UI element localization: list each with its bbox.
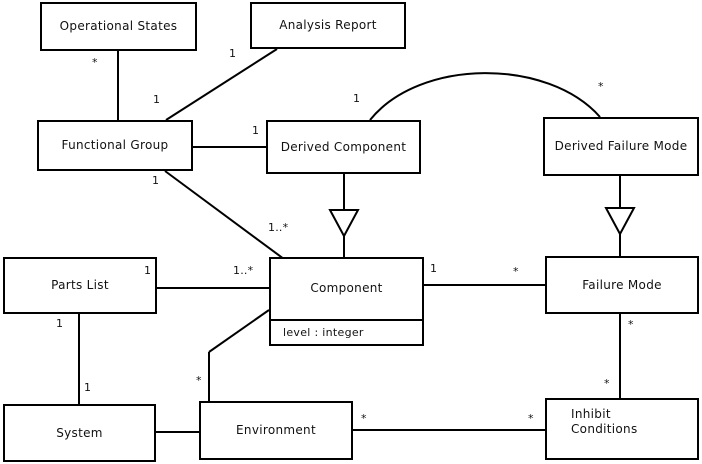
class-name-derived-failure-mode: Derived Failure Mode xyxy=(554,139,688,153)
multiplicity-system-partslist: 1 xyxy=(84,381,92,394)
multiplicity-inhibit-environment: * xyxy=(528,412,534,425)
class-box-operational-states[interactable]: Operational States xyxy=(40,2,197,51)
multiplicity-component-failuremode: 1 xyxy=(430,262,438,275)
class-attribute-component-level: level : integer xyxy=(271,318,422,344)
class-name-operational-states: Operational States xyxy=(59,19,178,33)
multiplicity-component-partslist: 1..* xyxy=(233,264,254,277)
class-name-environment: Environment xyxy=(236,423,316,437)
multiplicity-opstates-star: * xyxy=(92,56,98,69)
multiplicity-failuremode-component: * xyxy=(513,265,519,278)
multiplicity-arc-source: 1 xyxy=(353,92,361,105)
multiplicity-environment-inhibit: * xyxy=(361,412,367,425)
class-name-inhibit-conditions: Inhibit Conditions xyxy=(571,407,638,436)
edge-derivedcomponent-derivedfailuremode-curve xyxy=(369,72,601,121)
multiplicity-inhibit-failuremode: * xyxy=(604,377,610,390)
class-box-derived-component[interactable]: Derived Component xyxy=(266,120,421,174)
multiplicity-derivedcomponent: 1 xyxy=(252,124,260,137)
edge-functionalgroup-component xyxy=(164,170,289,263)
multiplicity-analysisreport: 1 xyxy=(229,47,237,60)
class-box-parts-list[interactable]: Parts List xyxy=(3,257,157,314)
multiplicity-arc-target: * xyxy=(598,80,604,93)
class-name-failure-mode: Failure Mode xyxy=(582,277,662,292)
class-name-parts-list: Parts List xyxy=(51,278,109,292)
generalization-triangle-component xyxy=(328,209,360,239)
class-box-derived-failure-mode[interactable]: Derived Failure Mode xyxy=(543,117,699,176)
generalization-triangle-failuremode xyxy=(604,207,636,237)
class-name-derived-component: Derived Component xyxy=(280,139,407,154)
class-box-failure-mode[interactable]: Failure Mode xyxy=(545,256,699,314)
edge-component-environment-diagonal xyxy=(208,309,270,353)
multiplicity-partslist-component: 1 xyxy=(144,264,152,277)
multiplicity-failuremode-inhibit: * xyxy=(628,318,634,331)
class-name-system: System xyxy=(56,425,103,440)
class-box-component[interactable]: Component level : integer xyxy=(269,257,424,346)
class-box-functional-group[interactable]: Functional Group xyxy=(37,120,193,171)
class-box-inhibit-conditions[interactable]: Inhibit Conditions xyxy=(545,398,699,460)
multiplicity-funcgroup-component: 1 xyxy=(152,174,160,187)
multiplicity-component-funcgroup: 1..* xyxy=(268,221,289,234)
multiplicity-funcgroup-opstates: 1 xyxy=(153,93,161,106)
multiplicity-environment-component: * xyxy=(196,374,202,387)
class-box-analysis-report[interactable]: Analysis Report xyxy=(250,2,406,49)
class-name-analysis-report: Analysis Report xyxy=(279,18,377,32)
multiplicity-partslist-system: 1 xyxy=(56,317,64,330)
class-name-functional-group: Functional Group xyxy=(61,138,169,152)
edge-functionalgroup-analysisreport xyxy=(165,48,278,121)
class-name-component: Component xyxy=(310,281,383,296)
class-box-environment[interactable]: Environment xyxy=(199,401,353,460)
class-box-system[interactable]: System xyxy=(3,404,156,462)
